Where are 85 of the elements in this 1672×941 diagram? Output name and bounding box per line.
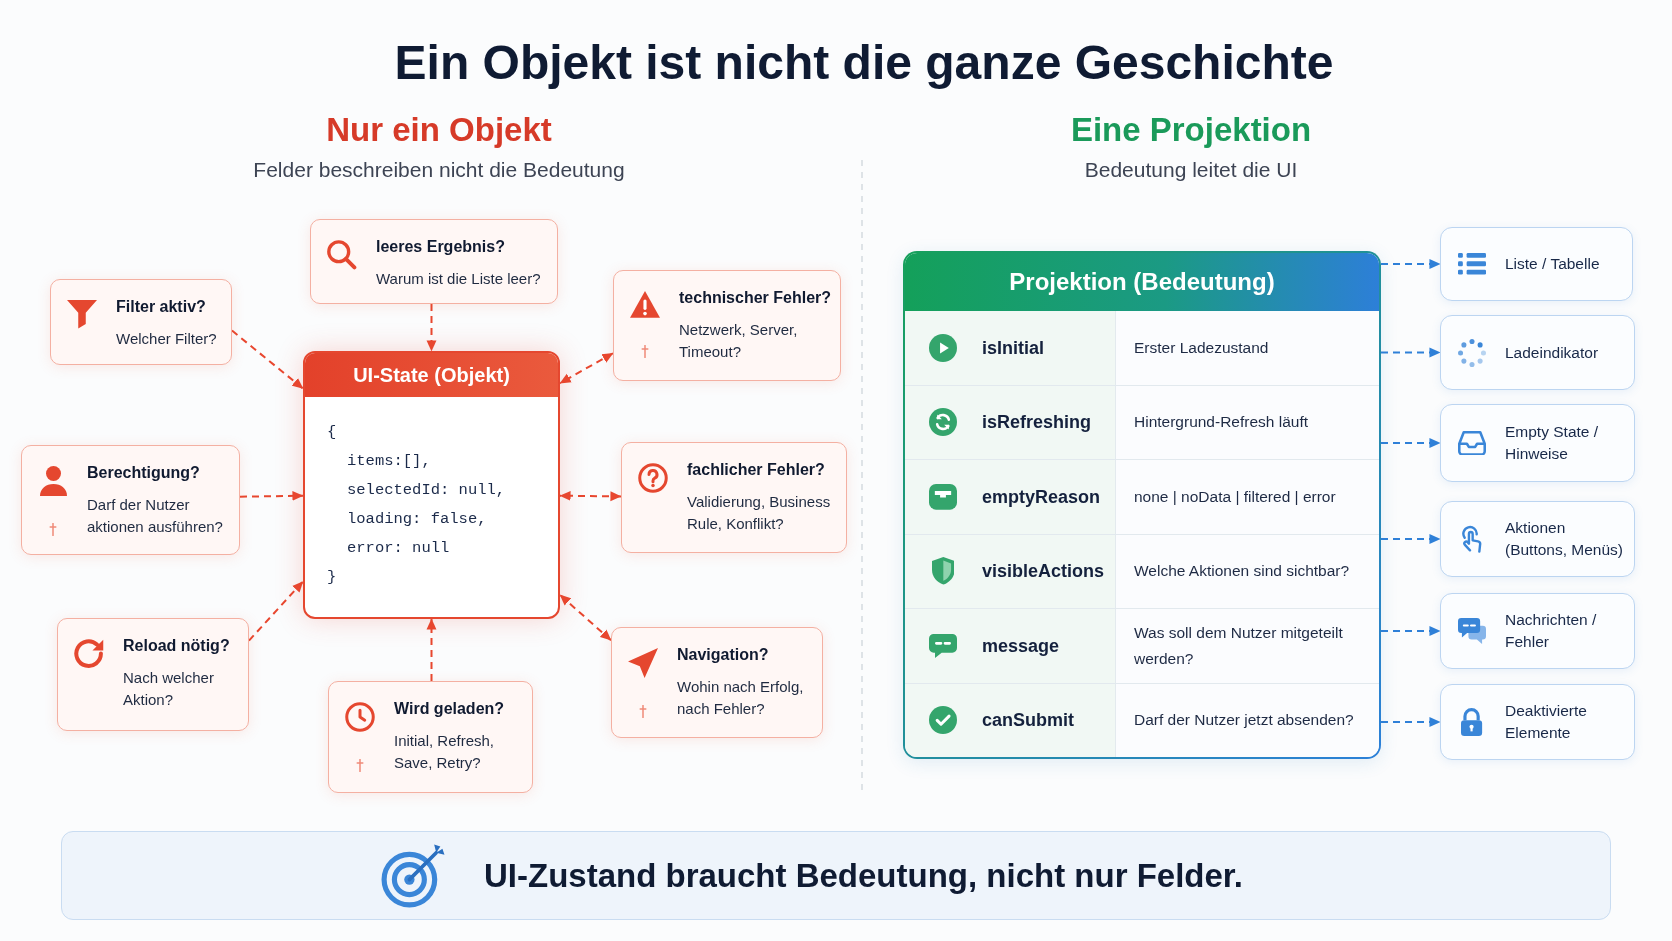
dashed-arrow bbox=[426, 303, 437, 352]
ui-element-label: Nachrichten / Fehler bbox=[1505, 610, 1598, 652]
question-text: Darf der Nutzer aktionen ausführen? bbox=[87, 495, 224, 537]
section-subtitle: Bedeutung leitet die UI bbox=[1084, 157, 1298, 183]
field-name: canSubmit bbox=[982, 709, 1074, 733]
field-description: Erster Ladezustand bbox=[1134, 337, 1269, 358]
question-card bbox=[613, 270, 841, 381]
question-text: Netzwerk, Server, Timeout? bbox=[679, 320, 799, 362]
question-text: Initial, Refresh, Save, Retry? bbox=[394, 731, 496, 773]
field-description: Welche Aktionen sind sichtbar? bbox=[1134, 561, 1350, 582]
ui-element-card bbox=[1440, 404, 1635, 482]
dashed-arrow bbox=[559, 352, 614, 385]
field-description: Darf der Nutzer jetzt absenden? bbox=[1134, 710, 1354, 731]
question-card bbox=[621, 442, 847, 553]
ui-element-card bbox=[1440, 501, 1635, 577]
ui-element-label: Deaktivierte Elemente bbox=[1505, 701, 1588, 743]
question-title: Navigation? bbox=[677, 645, 769, 665]
ui-element-card bbox=[1440, 593, 1635, 669]
dashed-arrow bbox=[248, 580, 304, 642]
question-text: Warum ist die Liste leer? bbox=[376, 269, 541, 289]
section-heading: Eine Projektion bbox=[1070, 110, 1312, 150]
field-description: none | noData | filtered | error bbox=[1134, 486, 1336, 507]
summary-banner bbox=[61, 831, 1611, 920]
dashed-arrow bbox=[559, 593, 612, 642]
question-card bbox=[611, 627, 823, 738]
ui-element-card bbox=[1440, 227, 1633, 301]
dashed-arrow bbox=[231, 329, 304, 390]
dashed-arrow bbox=[426, 618, 437, 682]
ui-element-card bbox=[1440, 315, 1635, 390]
field-name: visibleActions bbox=[982, 560, 1105, 584]
field-name: emptyReason bbox=[982, 485, 1101, 509]
dashed-arrow bbox=[239, 490, 304, 501]
field-description: Was soll dem Nutzer mitgeteilt werden? bbox=[1134, 622, 1344, 669]
code-line: loading: false, bbox=[347, 509, 487, 530]
dashed-arrow bbox=[1380, 626, 1441, 636]
ui-element-label: Empty State / Hinweise bbox=[1505, 422, 1600, 464]
question-text: Nach welcher Aktion? bbox=[123, 668, 215, 710]
dashed-arrow bbox=[1380, 438, 1441, 448]
question-title: Reload nötig? bbox=[123, 636, 230, 656]
question-title: Filter aktiv? bbox=[116, 297, 206, 317]
state-object-card bbox=[303, 351, 560, 619]
question-card bbox=[50, 279, 232, 365]
field-name: isInitial bbox=[982, 336, 1044, 360]
table-row bbox=[905, 384, 1379, 459]
ui-element-label: Ladeindikator bbox=[1505, 342, 1599, 363]
table-row bbox=[905, 533, 1379, 608]
dashed-arrow bbox=[1380, 259, 1441, 269]
question-title: fachlicher Fehler? bbox=[687, 460, 825, 480]
question-card bbox=[57, 618, 249, 731]
dashed-arrow bbox=[1380, 534, 1441, 544]
question-text: Wohin nach Erfolg, nach Fehler? bbox=[677, 677, 805, 719]
table-header: Projektion (Bedeutung) bbox=[905, 253, 1379, 311]
question-text: Welcher Filter? bbox=[116, 329, 217, 349]
question-title: Berechtigung? bbox=[87, 463, 200, 483]
diagram-title: Ein Objekt ist nicht die ganze Geschichte bbox=[394, 35, 1334, 91]
table-row bbox=[905, 459, 1379, 534]
summary-text: UI-Zustand braucht Bedeutung, nicht nur Felder. bbox=[484, 855, 1244, 896]
question-card bbox=[21, 445, 240, 555]
code-line: items:[], bbox=[347, 451, 431, 472]
question-card bbox=[310, 219, 558, 304]
table-row bbox=[905, 682, 1379, 757]
section-subtitle: Felder beschreiben nicht die Bedeutung bbox=[253, 157, 625, 183]
projection-table bbox=[903, 251, 1381, 759]
code-line: error: null bbox=[347, 538, 450, 559]
object-title-bar: UI-State (Objekt) bbox=[305, 353, 558, 397]
dashed-arrow bbox=[1380, 347, 1441, 358]
field-name: message bbox=[982, 634, 1060, 658]
dashed-arrow bbox=[559, 490, 622, 502]
table-row bbox=[905, 311, 1379, 385]
ui-element-label: Liste / Tabelle bbox=[1505, 254, 1600, 274]
question-title: technischer Fehler? bbox=[679, 288, 832, 308]
section-heading: Nur ein Objekt bbox=[326, 110, 552, 150]
code-line: selectedId: null, bbox=[347, 480, 506, 501]
question-title: Wird geladen? bbox=[394, 699, 505, 719]
question-text: Validierung, Business Rule, Konflikt? bbox=[687, 492, 832, 534]
field-description: Hintergrund-Refresh läuft bbox=[1134, 412, 1309, 433]
table-row bbox=[905, 608, 1379, 683]
ui-element-card bbox=[1440, 684, 1635, 760]
field-name: isRefreshing bbox=[982, 411, 1092, 435]
code-line: { bbox=[327, 422, 337, 443]
code-line: } bbox=[327, 567, 337, 588]
question-card bbox=[328, 681, 533, 793]
ui-element-label: Aktionen (Buttons, Menüs) bbox=[1505, 518, 1625, 560]
question-title: leeres Ergebnis? bbox=[376, 237, 505, 257]
dashed-arrow bbox=[1380, 717, 1441, 727]
